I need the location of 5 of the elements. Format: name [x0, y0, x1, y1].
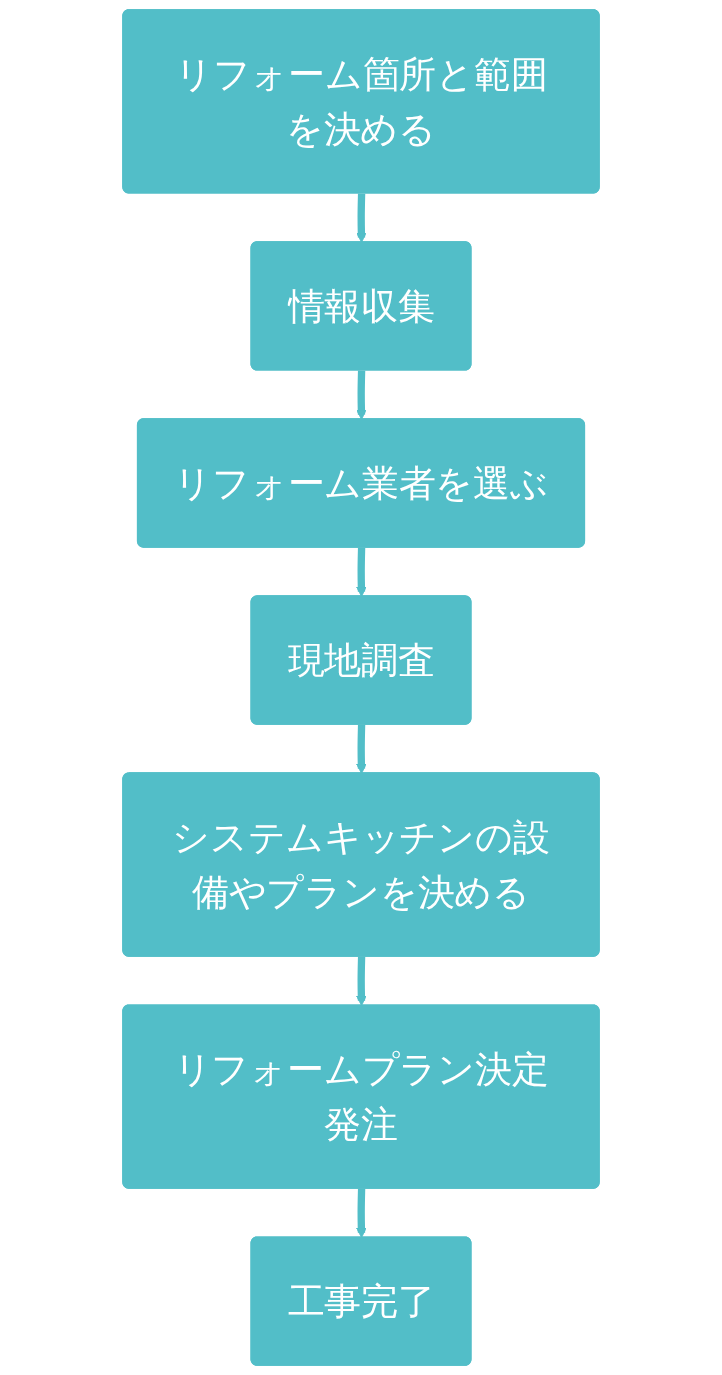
arrow [356, 370, 367, 420]
arrow [356, 193, 367, 243]
arrow [356, 547, 367, 597]
arrow [356, 1188, 367, 1239]
arrow [356, 956, 367, 1007]
